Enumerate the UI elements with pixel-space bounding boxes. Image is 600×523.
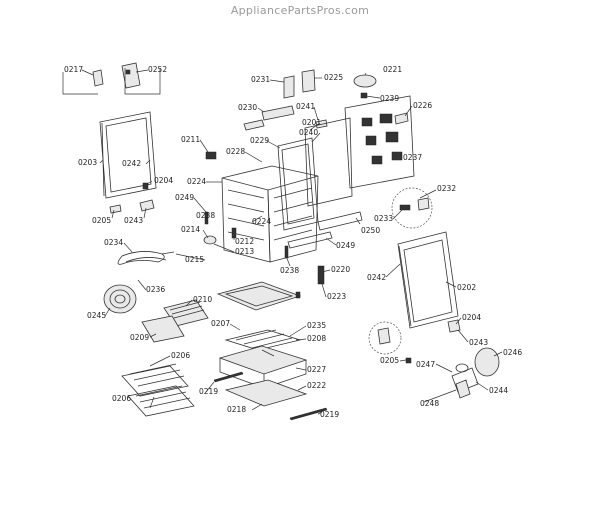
part-label-0205: 0205 [92, 216, 111, 225]
part-label-0231: 0231 [251, 75, 270, 84]
watermark: AppliancePartsPros.com [230, 4, 370, 17]
part-label-0219: 0219 [320, 410, 339, 419]
part-label-0220: 0220 [331, 265, 350, 274]
part-label-0237: 0237 [403, 153, 422, 162]
part-label-0252: 0252 [148, 65, 167, 74]
part-label-0234: 0234 [104, 238, 123, 247]
part-label-0222: 0222 [307, 381, 326, 390]
part-label-0229: 0229 [250, 136, 269, 145]
part-label-0203: 0203 [78, 158, 97, 167]
part-label-0241: 0241 [296, 102, 315, 111]
part-label-0238: 0238 [280, 266, 299, 275]
part-label-0224: 0224 [252, 217, 271, 226]
part-label-0243: 0243 [124, 216, 143, 225]
part-label-0214: 0214 [181, 225, 200, 234]
part-label-0238: 0238 [196, 211, 215, 220]
drawer-slides [213, 265, 328, 421]
part-label-0219: 0219 [199, 387, 218, 396]
part-label-0205: 0205 [380, 356, 399, 365]
part-label-0204: 0204 [154, 176, 173, 185]
part-label-0209: 0209 [130, 333, 149, 342]
part-label-0250: 0250 [361, 226, 380, 235]
door-hinge-small-parts-left [109, 182, 155, 214]
part-label-0244: 0244 [489, 386, 508, 395]
vent-duct-parts [243, 69, 409, 131]
broil-element [117, 251, 175, 265]
drawer-assembly [218, 345, 308, 407]
part-label-0228: 0228 [226, 147, 245, 156]
part-label-0213: 0213 [235, 247, 254, 256]
part-label-0201: 0201 [302, 118, 321, 127]
part-label-0227: 0227 [307, 365, 326, 374]
part-label-0225: 0225 [324, 73, 343, 82]
bottom-panel [216, 281, 302, 311]
part-label-0224: 0224 [187, 177, 206, 186]
part-label-0239: 0239 [380, 94, 399, 103]
part-label-0247: 0247 [416, 360, 435, 369]
door-hinge-bracket-left [62, 62, 161, 95]
part-label-0230: 0230 [238, 103, 257, 112]
part-label-0207: 0207 [211, 319, 230, 328]
part-label-0208: 0208 [307, 334, 326, 343]
part-label-0232: 0232 [437, 184, 456, 193]
part-label-0223: 0223 [327, 292, 346, 301]
part-label-0246: 0246 [503, 348, 522, 357]
part-label-0206: 0206 [171, 351, 190, 360]
part-label-0236: 0236 [146, 285, 165, 294]
oven-door-inner-glass [99, 111, 157, 199]
part-label-0226: 0226 [413, 101, 432, 110]
bake-element [224, 329, 302, 351]
part-label-0206: 0206 [112, 394, 131, 403]
part-label-0221: 0221 [383, 65, 402, 74]
part-label-0242: 0242 [122, 159, 141, 168]
part-label-0217: 0217 [64, 65, 83, 74]
oven-racks [121, 363, 195, 417]
rear-cover-panel [304, 95, 415, 207]
part-label-0211: 0211 [181, 135, 200, 144]
part-label-0218: 0218 [227, 405, 246, 414]
part-label-0240: 0240 [299, 128, 318, 137]
part-label-0233: 0233 [374, 214, 393, 223]
convection-fan-assembly [451, 347, 500, 399]
part-label-0249: 0249 [175, 193, 194, 202]
part-label-0248: 0248 [420, 399, 439, 408]
part-labels: 0217 0252 0203 0242 0204 0205 0243 0231 … [64, 65, 522, 419]
part-label-0249: 0249 [336, 241, 355, 250]
lower-trim-and-rails [203, 151, 363, 259]
part-label-0243: 0243 [469, 338, 488, 347]
part-label-0210: 0210 [193, 295, 212, 304]
part-label-0242: 0242 [367, 273, 386, 282]
oven-door-outer [397, 231, 459, 329]
rear-connector-detail [391, 187, 433, 229]
part-label-0202: 0202 [457, 283, 476, 292]
convection-fan-cover [103, 284, 137, 314]
part-label-0215: 0215 [185, 255, 204, 264]
part-label-0245: 0245 [87, 311, 106, 320]
part-label-0204: 0204 [462, 313, 481, 322]
leader-lines [81, 69, 503, 415]
part-label-0235: 0235 [307, 321, 326, 330]
part-label-0212: 0212 [235, 237, 254, 246]
